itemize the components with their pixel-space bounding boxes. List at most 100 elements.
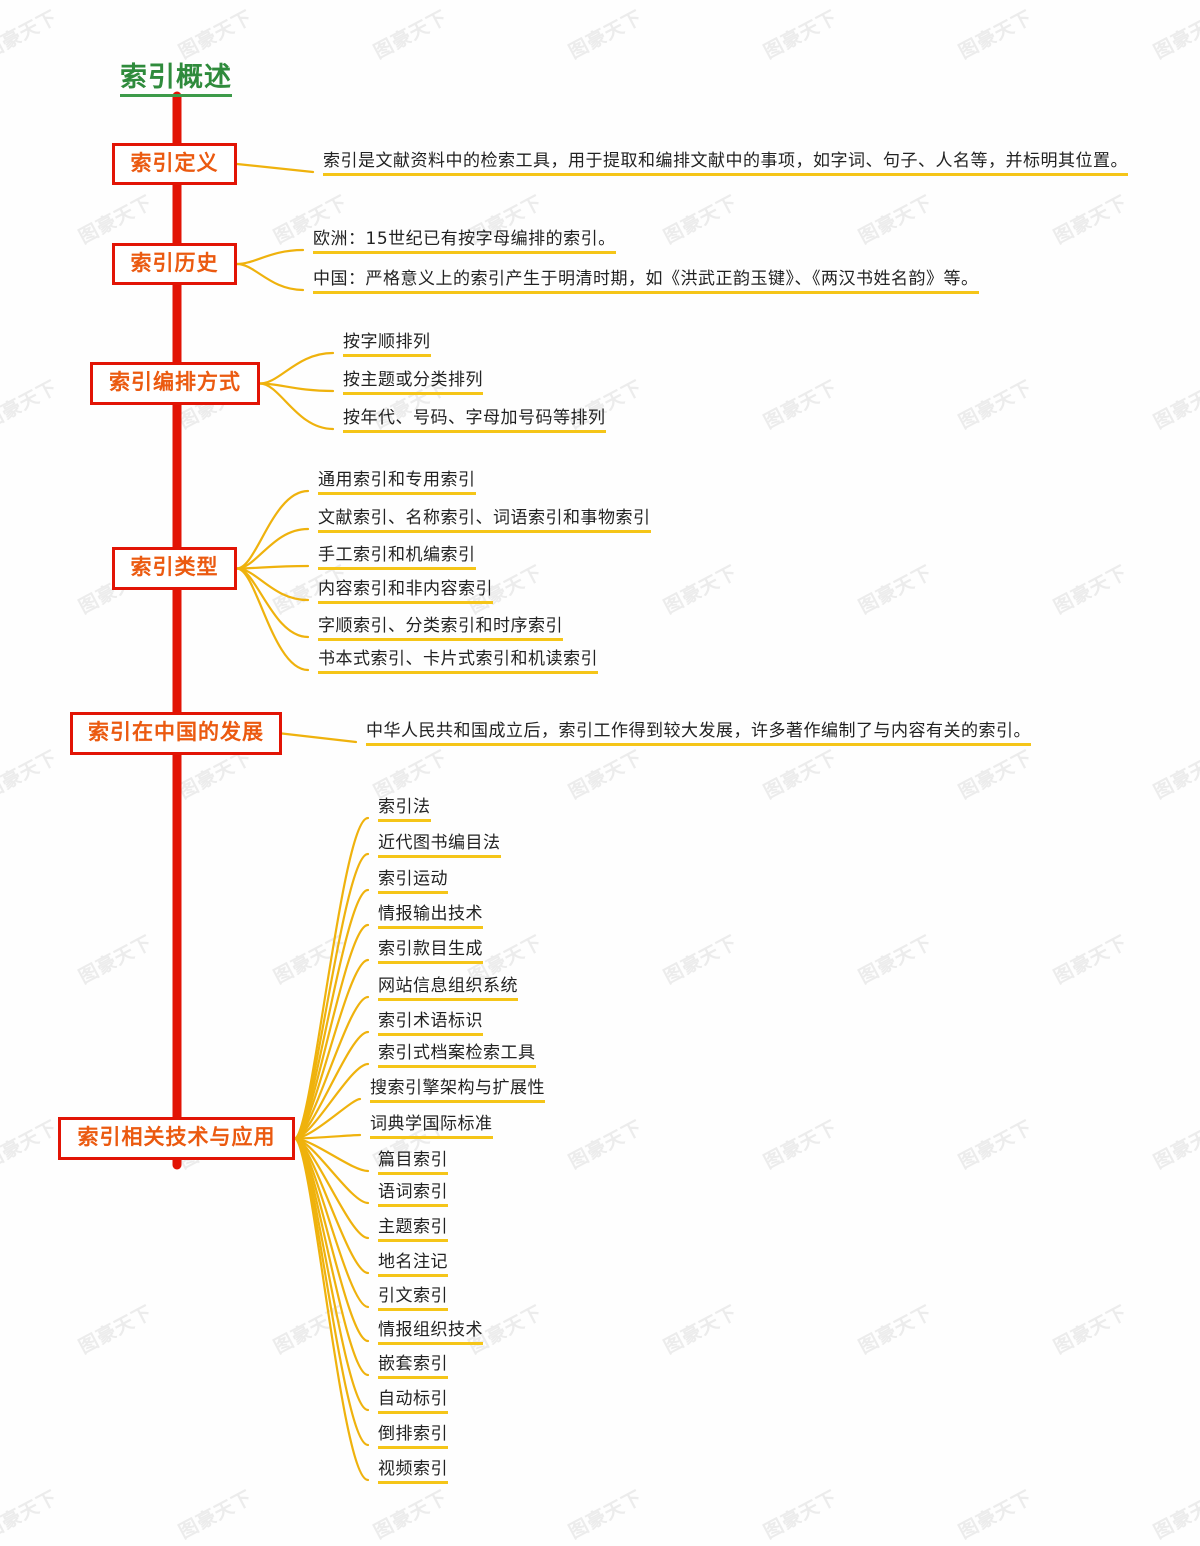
connector-branch6-leaf15	[293, 1137, 370, 1309]
watermark-text: 图豪天下	[370, 6, 452, 64]
watermark-text: 图豪天下	[75, 931, 157, 989]
watermark-text: 图豪天下	[565, 1486, 647, 1544]
watermark-text: 图豪天下	[855, 931, 937, 989]
leaf-node[interactable]: 按字顺排列	[343, 332, 431, 357]
branch-node-4[interactable]: 索引类型	[112, 547, 237, 590]
watermark-text: 图豪天下	[855, 191, 937, 249]
watermark-text: 图豪天下	[270, 1301, 352, 1359]
leaf-node[interactable]: 欧洲：15世纪已有按字母编排的索引。	[313, 229, 616, 254]
leaf-node[interactable]: 文献索引、名称索引、词语索引和事物索引	[318, 508, 651, 533]
watermark-text: 图豪天下	[370, 746, 452, 804]
watermark-text: 图豪天下	[955, 6, 1037, 64]
leaf-node[interactable]: 近代图书编目法	[378, 833, 501, 858]
connector-branch4-leaf3	[235, 564, 310, 570]
connector-branch6-leaf8	[293, 1062, 370, 1140]
connector-branch2-leaf1	[235, 248, 305, 266]
leaf-node[interactable]: 倒排索引	[378, 1424, 448, 1449]
leaf-node[interactable]: 篇目索引	[378, 1150, 448, 1175]
connector-branch6-leaf5	[293, 958, 370, 1140]
branch-node-5[interactable]: 索引在中国的发展	[70, 712, 282, 755]
branch-node-label: 索引在中国的发展	[88, 720, 264, 744]
watermark-text: 图豪天下	[175, 6, 257, 64]
connector-branch1-leaf1	[235, 162, 315, 174]
leaf-node[interactable]: 地名注记	[378, 1252, 448, 1277]
branch-node-3[interactable]: 索引编排方式	[90, 362, 260, 405]
root-node-title[interactable]: 索引概述	[120, 62, 232, 98]
watermark-text: 图豪天下	[855, 561, 937, 619]
branch-node-label: 索引定义	[130, 150, 219, 175]
leaf-node[interactable]: 索引术语标识	[378, 1011, 483, 1036]
connector-branch6-leaf2	[293, 852, 370, 1140]
watermark-text: 图豪天下	[0, 1486, 62, 1544]
branch-node-label: 索引历史	[130, 250, 219, 275]
leaf-node[interactable]: 自动标引	[378, 1389, 448, 1414]
watermark-text: 图豪天下	[955, 746, 1037, 804]
leaf-node[interactable]: 视频索引	[378, 1459, 448, 1484]
branch-node-label: 索引编排方式	[109, 370, 241, 394]
connector-branch3-leaf3	[258, 382, 335, 431]
leaf-node[interactable]: 词典学国际标准	[370, 1114, 493, 1139]
watermark-text: 图豪天下	[370, 1486, 452, 1544]
connector-branch6-leaf4	[293, 923, 370, 1140]
connector-branch6-leaf13	[293, 1137, 370, 1240]
watermark-text: 图豪天下	[1150, 376, 1200, 434]
leaf-node[interactable]: 索引式档案检索工具	[378, 1043, 536, 1068]
watermark-text: 图豪天下	[1050, 191, 1132, 249]
watermark-text: 图豪天下	[660, 931, 742, 989]
watermark-text: 图豪天下	[855, 1301, 937, 1359]
leaf-node[interactable]: 网站信息组织系统	[378, 976, 518, 1001]
branch-node-2[interactable]: 索引历史	[112, 243, 237, 285]
watermark-text: 图豪天下	[660, 561, 742, 619]
leaf-node[interactable]: 内容索引和非内容索引	[318, 579, 493, 604]
leaf-node[interactable]: 中国：严格意义上的索引产生于明清时期，如《洪武正韵玉键》、《两汉书姓名韵》等。	[313, 269, 979, 294]
leaf-node[interactable]: 索引法	[378, 797, 431, 822]
connector-branch4-leaf1	[235, 489, 310, 570]
leaf-node[interactable]: 索引是文献资料中的检索工具，用于提取和编排文献中的事项，如字词、句子、人名等，并…	[323, 151, 1128, 176]
connector-branch6-leaf10	[293, 1133, 362, 1140]
connector-branch3-leaf1	[258, 351, 335, 385]
watermark-text: 图豪天下	[660, 1301, 742, 1359]
leaf-node[interactable]: 索引款目生成	[378, 939, 483, 964]
leaf-node[interactable]: 按主题或分类排列	[343, 370, 483, 395]
watermark-text: 图豪天下	[0, 376, 62, 434]
watermark-text: 图豪天下	[1150, 6, 1200, 64]
leaf-node[interactable]: 主题索引	[378, 1217, 448, 1242]
watermark-text: 图豪天下	[565, 1116, 647, 1174]
watermark-text: 图豪天下	[0, 6, 62, 64]
watermark-text: 图豪天下	[955, 1116, 1037, 1174]
connector-branch6-leaf11	[293, 1137, 370, 1173]
watermark-text: 图豪天下	[1050, 1301, 1132, 1359]
branch-node-label: 索引相关技术与应用	[77, 1125, 276, 1149]
leaf-node[interactable]: 索引运动	[378, 869, 448, 894]
branch-node-1[interactable]: 索引定义	[112, 143, 237, 185]
connector-branch3-leaf2	[258, 382, 335, 393]
leaf-node[interactable]: 书本式索引、卡片式索引和机读索引	[318, 649, 598, 674]
connector-branch4-leaf5	[235, 567, 310, 639]
leaf-node[interactable]: 情报输出技术	[378, 904, 483, 929]
watermark-text: 图豪天下	[0, 746, 62, 804]
watermark-text: 图豪天下	[955, 1486, 1037, 1544]
connector-branch4-leaf4	[235, 567, 310, 602]
leaf-node[interactable]: 中华人民共和国成立后，索引工作得到较大发展，许多著作编制了与内容有关的索引。	[366, 721, 1031, 746]
leaf-node[interactable]: 按年代、号码、字母加号码等排列	[343, 408, 606, 433]
watermark-text: 图豪天下	[955, 376, 1037, 434]
branch-node-label: 索引类型	[130, 555, 219, 579]
leaf-node[interactable]: 搜索引擎架构与扩展性	[370, 1078, 545, 1103]
connector-branch6-leaf7	[293, 1030, 370, 1140]
leaf-node[interactable]: 手工索引和机编索引	[318, 545, 476, 570]
watermark-text: 图豪天下	[175, 1486, 257, 1544]
branch-node-6[interactable]: 索引相关技术与应用	[58, 1117, 295, 1160]
connector-branch4-leaf6	[235, 567, 310, 672]
leaf-node[interactable]: 情报组织技术	[378, 1320, 483, 1345]
leaf-node[interactable]: 语词索引	[378, 1182, 448, 1207]
leaf-node[interactable]: 字顺索引、分类索引和时序索引	[318, 616, 563, 641]
leaf-node[interactable]: 通用索引和专用索引	[318, 470, 476, 495]
connector-branch6-leaf17	[293, 1137, 370, 1377]
leaf-node[interactable]: 引文索引	[378, 1286, 448, 1311]
watermark-text: 图豪天下	[565, 6, 647, 64]
leaf-node[interactable]: 嵌套索引	[378, 1354, 448, 1379]
connector-branch6-leaf6	[293, 995, 370, 1140]
watermark-text: 图豪天下	[660, 191, 742, 249]
watermark-text: 图豪天下	[1150, 1486, 1200, 1544]
